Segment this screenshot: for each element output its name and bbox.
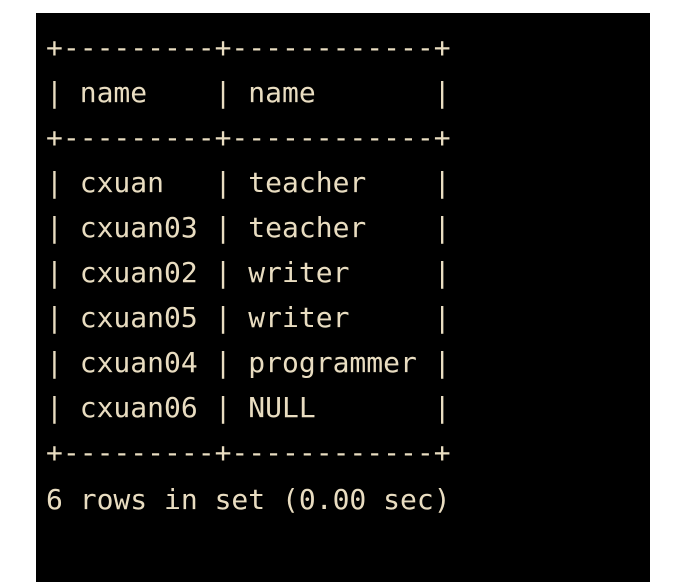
terminal-output-pane[interactable]: +---------+------------+ | name | name |… — [36, 13, 650, 582]
table-header-row: | name | name | — [46, 76, 451, 109]
table-row: | cxuan | teacher | — [46, 166, 451, 199]
table-row: | cxuan06 | NULL | — [46, 391, 451, 424]
table-row: | cxuan04 | programmer | — [46, 346, 451, 379]
result-status-line: 6 rows in set (0.00 sec) — [46, 483, 451, 516]
table-row: | cxuan03 | teacher | — [46, 211, 451, 244]
table-bottom-border: +---------+------------+ — [46, 436, 451, 469]
table-row: | cxuan05 | writer | — [46, 301, 451, 334]
table-header-separator: +---------+------------+ — [46, 121, 451, 154]
table-top-border: +---------+------------+ — [46, 31, 451, 64]
table-row: | cxuan02 | writer | — [46, 256, 451, 289]
